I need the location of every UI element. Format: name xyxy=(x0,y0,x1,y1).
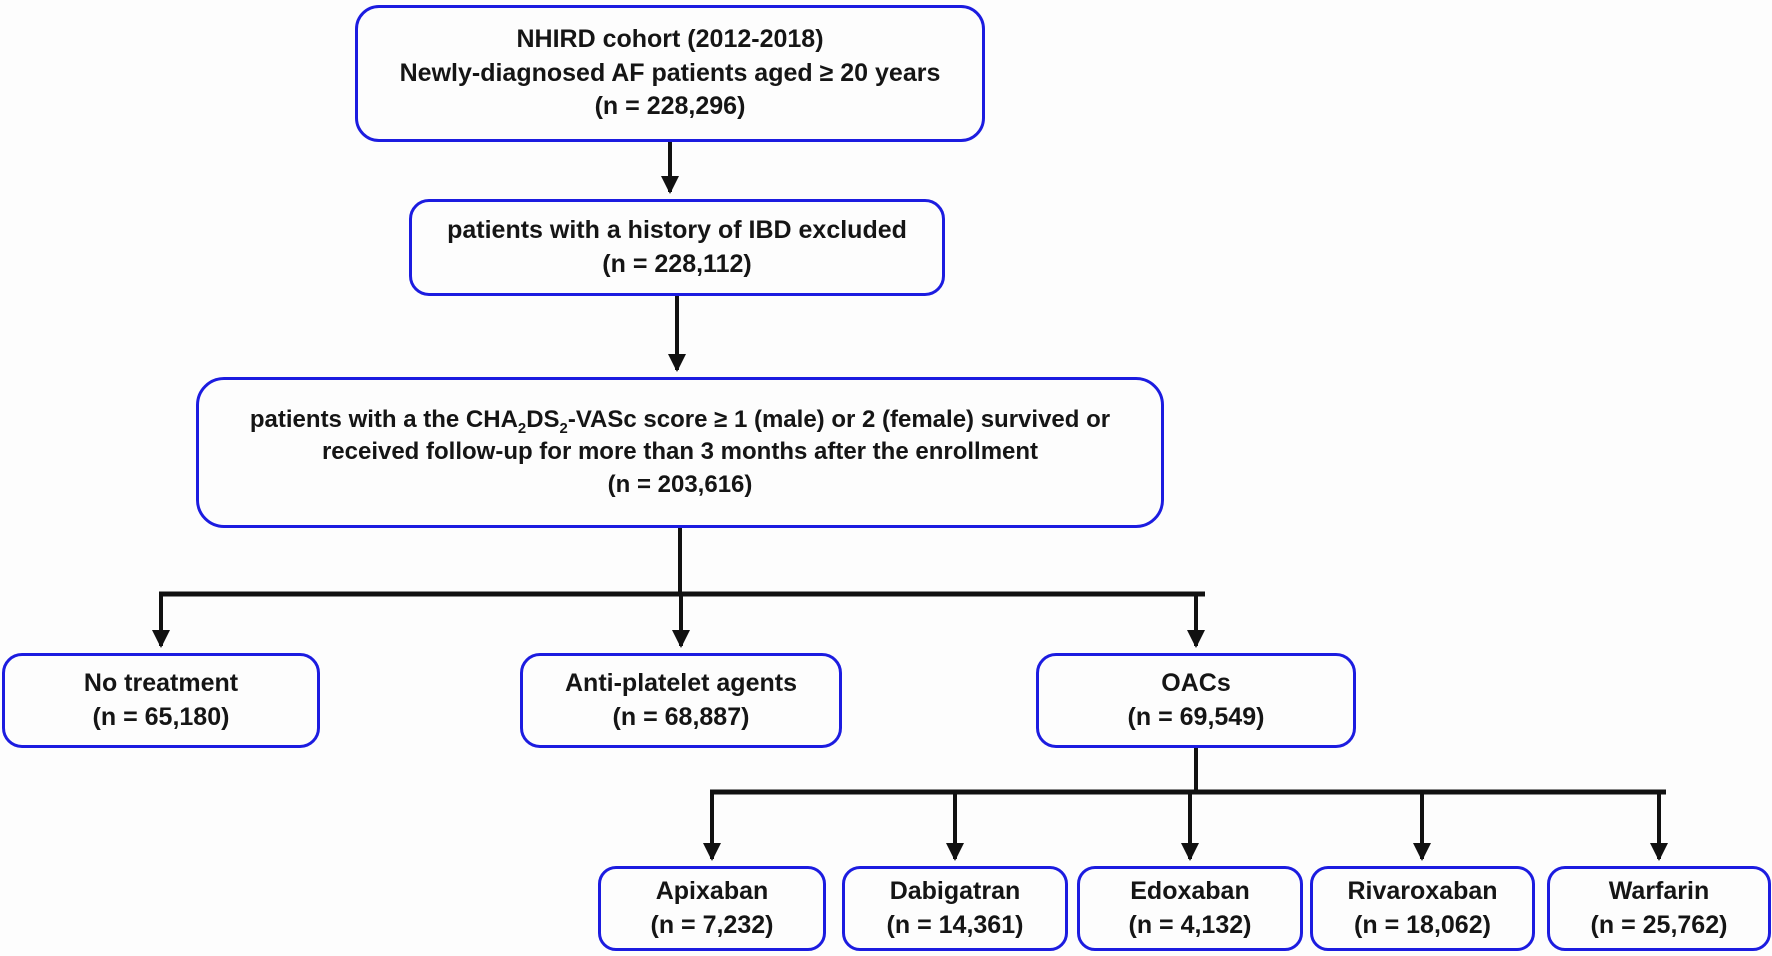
eligible-line-1-text3: -VASc score ≥ 1 (male) or 2 (female) sur… xyxy=(567,406,1111,434)
flow-box-no-treatment: No treatment (n = 65,180) xyxy=(2,653,320,748)
cohort-line-2: Newly-diagnosed AF patients aged ≥ 20 ye… xyxy=(399,58,941,87)
warfarin-count: (n = 25,762) xyxy=(1590,910,1728,939)
rivaroxaban-count: (n = 18,062) xyxy=(1354,910,1491,939)
eligible-line-1-text: patients with a the CHA xyxy=(249,406,518,434)
oacs-label: OACs xyxy=(1161,669,1231,697)
flow-box-rivaroxaban: Rivaroxaban (n = 18,062) xyxy=(1310,866,1535,951)
anti-platelet-label: Anti-platelet agents xyxy=(565,669,797,697)
ibd-count: (n = 228,112) xyxy=(602,249,752,278)
dabigatran-count: (n = 14,361) xyxy=(886,910,1024,939)
eligible-line-1-text2: DS xyxy=(526,406,560,434)
flow-box-apixaban: Apixaban (n = 7,232) xyxy=(598,866,826,951)
cohort-line-1: NHIRD cohort (2012-2018) xyxy=(516,25,824,54)
flow-box-warfarin: Warfarin (n = 25,762) xyxy=(1547,866,1771,951)
dabigatran-label: Dabigatran xyxy=(889,877,1021,905)
flow-box-edoxaban: Edoxaban (n = 4,132) xyxy=(1077,866,1303,951)
warfarin-label: Warfarin xyxy=(1608,877,1710,905)
rivaroxaban-label: Rivaroxaban xyxy=(1347,877,1498,905)
apixaban-label: Apixaban xyxy=(655,877,769,905)
edoxaban-count: (n = 4,132) xyxy=(1128,910,1252,939)
flow-box-dabigatran: Dabigatran (n = 14,361) xyxy=(842,866,1068,951)
chads-subscript-2: 2 xyxy=(559,421,568,438)
flow-box-anti-platelet: Anti-platelet agents (n = 68,887) xyxy=(520,653,842,748)
ibd-line-1: patients with a history of IBD excluded xyxy=(447,216,907,244)
eligible-count: (n = 203,616) xyxy=(607,470,753,498)
edoxaban-label: Edoxaban xyxy=(1130,877,1250,905)
no-treatment-count: (n = 65,180) xyxy=(92,702,230,731)
flow-box-oacs: OACs (n = 69,549) xyxy=(1036,653,1356,748)
no-treatment-label: No treatment xyxy=(83,669,239,697)
eligible-line-2: received follow-up for more than 3 month… xyxy=(321,438,1039,466)
flow-box-eligible: patients with a the CHA2DS2-VASc score ≥… xyxy=(196,377,1164,528)
chads-subscript: 2 xyxy=(517,421,527,438)
anti-platelet-count: (n = 68,887) xyxy=(612,702,750,731)
apixaban-count: (n = 7,232) xyxy=(650,910,774,939)
flow-box-cohort: NHIRD cohort (2012-2018) Newly-diagnosed… xyxy=(355,5,985,142)
flow-box-ibd-excluded: patients with a history of IBD excluded … xyxy=(409,199,945,296)
oacs-count: (n = 69,549) xyxy=(1127,702,1265,731)
cohort-count: (n = 228,296) xyxy=(594,92,746,121)
eligible-line-1: patients with a the CHA2DS2-VASc score ≥… xyxy=(250,404,1110,436)
